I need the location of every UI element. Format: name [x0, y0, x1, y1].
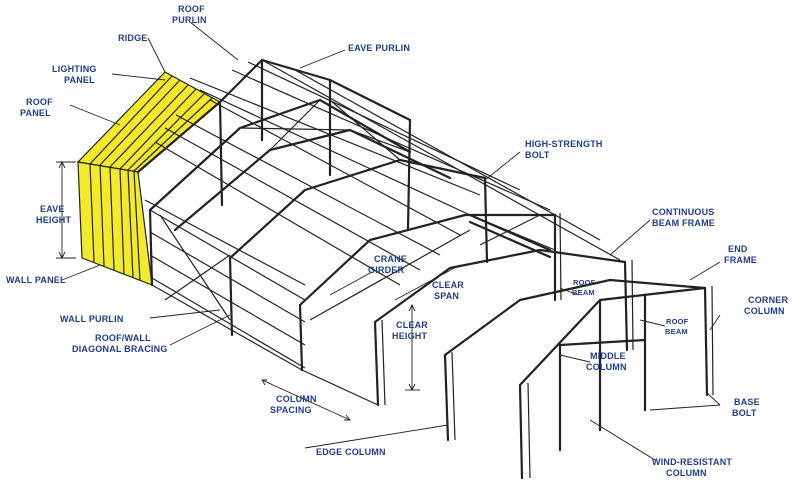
- label-clear-height: CLEAR HEIGHT: [392, 320, 431, 341]
- label-ridge: RIDGE: [118, 33, 148, 43]
- label-roof-wall-diagonal-bracing: ROOF/WALL DIAGONAL BRACING: [72, 333, 168, 354]
- rafters: [148, 98, 707, 357]
- wall-purlins-lines: [144, 199, 306, 369]
- clear-span-dimension: [394, 264, 461, 301]
- label-continuous-beam-frame: CONTINUOUS BEAM FRAME: [652, 207, 717, 228]
- label-wind-resistant-column: WIND-RESISTANT COLUMN: [652, 457, 735, 478]
- eave-height-dimension: [56, 160, 76, 260]
- roof-bracing: [239, 99, 556, 251]
- wall-panel-yellow: [77, 161, 153, 286]
- label-eave-height: EAVE HEIGHT: [36, 204, 72, 225]
- label-wall-panel: WALL PANEL: [6, 275, 66, 285]
- leader-lines: [61, 21, 721, 461]
- column-flanges: [381, 212, 714, 479]
- label-roof-beam-2: ROOF BEAM: [665, 317, 691, 336]
- dimension-marks: [56, 160, 461, 421]
- label-high-strength-bolt: HIGH-STRENGTH BOLT: [525, 139, 605, 160]
- label-end-frame: END FRAME: [724, 244, 757, 265]
- label-roof-panel: ROOF PANEL: [20, 97, 56, 118]
- label-middle-column: MIDDLE COLUMN: [586, 351, 628, 372]
- label-column-spacing: COLUMN SPACING: [270, 394, 319, 415]
- label-clear-span: CLEAR SPAN: [432, 280, 467, 301]
- label-corner-column: CORNER COLUMN: [744, 295, 791, 316]
- label-crane-girder: CRANE GIRDER: [368, 254, 410, 275]
- label-wall-purlin: WALL PURLIN: [60, 314, 124, 324]
- label-edge-column: EDGE COLUMN: [316, 447, 386, 457]
- panel-ribs: [89, 75, 213, 282]
- front-end-frame: [518, 286, 707, 452]
- label-eave-purlin: EAVE PURLIN: [348, 43, 410, 53]
- column-spacing-dimension: [261, 379, 351, 421]
- structure-linework: [76, 58, 714, 480]
- ground-lines: [151, 229, 471, 406]
- label-lighting-panel: LIGHTING PANEL: [52, 64, 99, 85]
- wall-bracing: [159, 214, 231, 321]
- crane-girder-line: [468, 213, 552, 259]
- columns: [148, 176, 709, 480]
- label-roof-purlin: ROOF PURLIN: [172, 4, 208, 25]
- clear-height-dimension: [405, 303, 420, 392]
- label-base-bolt: BASE BOLT: [732, 397, 763, 418]
- label-roof-beam-1: ROOF BEAM: [572, 278, 598, 297]
- labels: ROOF PURLIN RIDGE EAVE PURLIN LIGHTING P…: [6, 4, 791, 478]
